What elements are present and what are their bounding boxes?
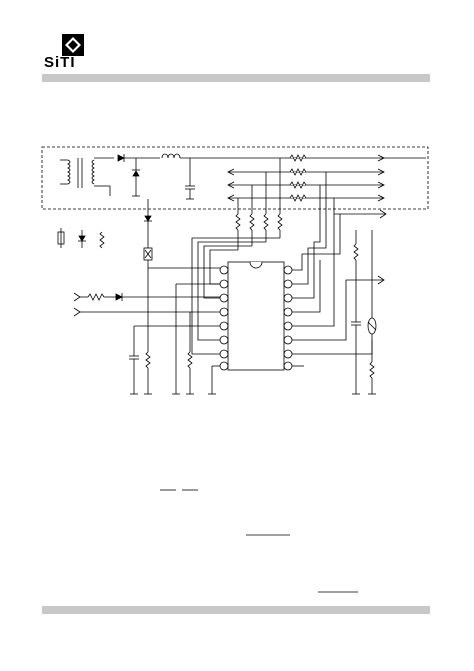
inductor (161, 153, 426, 159)
ic-right-wiring (292, 172, 387, 367)
output-rails (227, 154, 385, 202)
header-rule (42, 74, 430, 82)
ic-left-wiring (130, 237, 280, 394)
text-underlines (160, 489, 358, 593)
rectifier-diode (117, 154, 160, 162)
supply-feed (143, 199, 220, 269)
filter-capacitor (185, 158, 195, 200)
siti-logo (44, 34, 96, 76)
ic-16-pin (219, 261, 293, 371)
ic-left-pins (219, 265, 229, 371)
ic-right-pins (283, 265, 293, 371)
bottom-left-components (129, 268, 216, 395)
legend-symbols (57, 228, 105, 249)
brand-name: SiTI (44, 54, 76, 71)
transformer (60, 157, 114, 196)
input-lines (73, 292, 220, 317)
power-supply-enclosure (41, 146, 429, 210)
siti-diamond-logo-icon (62, 34, 84, 56)
zener-diode (132, 158, 140, 197)
footer-rule (42, 606, 430, 614)
right-side-components (351, 230, 377, 395)
